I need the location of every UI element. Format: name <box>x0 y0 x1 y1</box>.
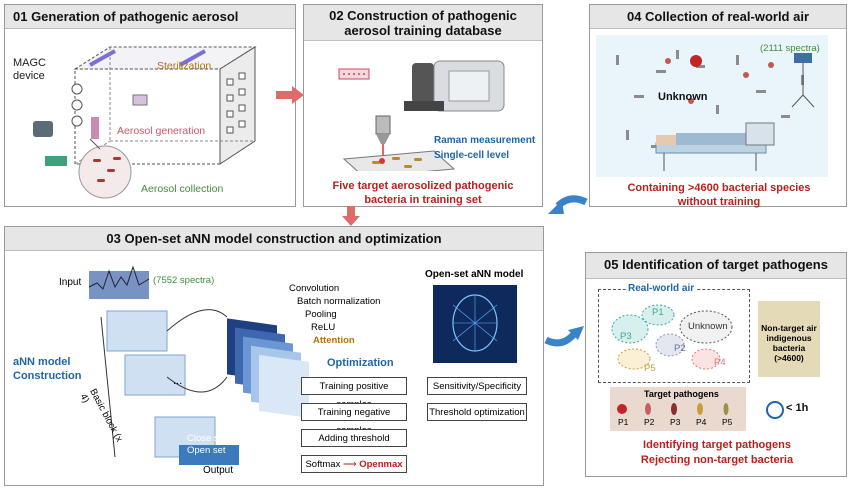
open-set-label: Open set <box>187 445 226 456</box>
raman-microscope-illustration <box>338 60 505 171</box>
time-label: < 1h <box>786 402 809 414</box>
cluster-p2: P2 <box>674 343 686 354</box>
opt-step-threshold: Adding threshold <box>301 429 407 447</box>
target-p5: P5 <box>722 417 733 427</box>
panel-title: 01 Generation of pathogenic aerosol <box>5 5 295 29</box>
panel-ann-model: 03 Open-set aNN model construction and o… <box>4 226 544 486</box>
device-label: MAGC device <box>13 57 46 82</box>
pathogen-icons <box>617 403 729 415</box>
arrow-down-icon <box>342 206 360 226</box>
cluster-unknown: Unknown <box>688 321 728 332</box>
nontarget-label: Non-target air indigenous bacteria (>460… <box>761 323 817 363</box>
unknown-label: Unknown <box>658 91 708 103</box>
target-p3: P3 <box>670 417 681 427</box>
panel-generation: 01 Generation of pathogenic aerosol <box>4 4 296 207</box>
sterilization-label: Sterilization <box>157 60 212 72</box>
panel-title: 05 Identification of target pathogens <box>586 253 846 279</box>
target-title: Target pathogens <box>644 389 719 399</box>
layer-attention: Attention <box>313 335 355 346</box>
sensitivity-box: Sensitivity/Specificity <box>427 377 527 395</box>
opt-step-negative: Training negative samples <box>301 403 407 436</box>
opt-step-positive: Training positive samples <box>301 377 407 410</box>
layer-convolution: Convolution <box>289 283 340 294</box>
target-p4: P4 <box>696 417 707 427</box>
caption-reject: Rejecting non-target bacteria <box>640 454 794 466</box>
target-p2: P2 <box>644 417 655 427</box>
ellipsis: ... <box>173 375 183 387</box>
caption-identify: Identifying target pathogens <box>643 439 791 451</box>
arrow-right-icon <box>276 86 304 104</box>
threshold-box: Threshold optimization <box>427 403 527 421</box>
magc-device-illustration <box>33 46 257 199</box>
single-cell-label: Single-cell level <box>434 150 510 161</box>
ai-head-image <box>433 285 517 363</box>
aerosol-generation-label: Aerosol generation <box>117 125 206 137</box>
panel-identification: 05 Identification of target pathogens Re… <box>585 252 847 477</box>
panel-title: 03 Open-set aNN model construction and o… <box>5 227 543 251</box>
panel-collection-air: 04 Collection of real-world air (2111 sp… <box>589 4 847 208</box>
close-set-label: Close set <box>187 433 227 444</box>
aerosol-collection-label: Aerosol collection <box>141 183 224 195</box>
curved-arrow-left-icon <box>548 195 588 214</box>
input-label: Input <box>59 277 82 288</box>
air-caption: Containing >4600 bacterial species witho… <box>627 182 811 208</box>
cluster-p1: P1 <box>652 307 664 318</box>
openmax-label: Openmax <box>359 459 403 470</box>
panel-training-database: 02 Construction of pathogenic aerosol tr… <box>303 4 543 207</box>
nontarget-box <box>758 301 820 377</box>
cluster-p3: P3 <box>620 331 632 342</box>
arrow-right-icon: ⟶ <box>342 459 357 470</box>
layer-relu: ReLU <box>311 322 336 333</box>
ann-construction-label: aNN model Construction <box>13 356 82 382</box>
panel-title: 02 Construction of pathogenic aerosol tr… <box>304 5 542 41</box>
cluster-p5: P5 <box>644 363 656 374</box>
spectra-count: (2111 spectra) <box>760 43 820 54</box>
cluster-plot <box>611 304 733 370</box>
curved-arrow-right-icon <box>544 326 584 347</box>
model-title: Open-set aNN model <box>425 269 524 280</box>
layer-batchnorm: Batch normalization <box>297 296 381 307</box>
training-caption: Five target aerosolized pathogenic bacte… <box>332 180 514 206</box>
realworld-label: Real-world air <box>626 283 697 294</box>
softmax-openmax-box: Softmax ⟶ Openmax <box>301 455 407 473</box>
network-blocks-illustration <box>88 265 309 465</box>
output-label: Output <box>203 465 234 476</box>
clock-icon <box>766 401 784 419</box>
input-spectra-count: (7552 spectra) <box>153 275 215 286</box>
target-box <box>610 387 746 431</box>
cluster-p4: P4 <box>714 357 726 368</box>
optimization-title: Optimization <box>327 357 394 369</box>
target-p1: P1 <box>618 417 629 427</box>
panel-title: 04 Collection of real-world air <box>590 5 846 29</box>
raman-label: Raman measurement <box>434 135 536 146</box>
softmax-label: Softmax <box>305 459 341 470</box>
layer-pooling: Pooling <box>305 309 337 320</box>
hospital-room-illustration <box>616 50 815 171</box>
